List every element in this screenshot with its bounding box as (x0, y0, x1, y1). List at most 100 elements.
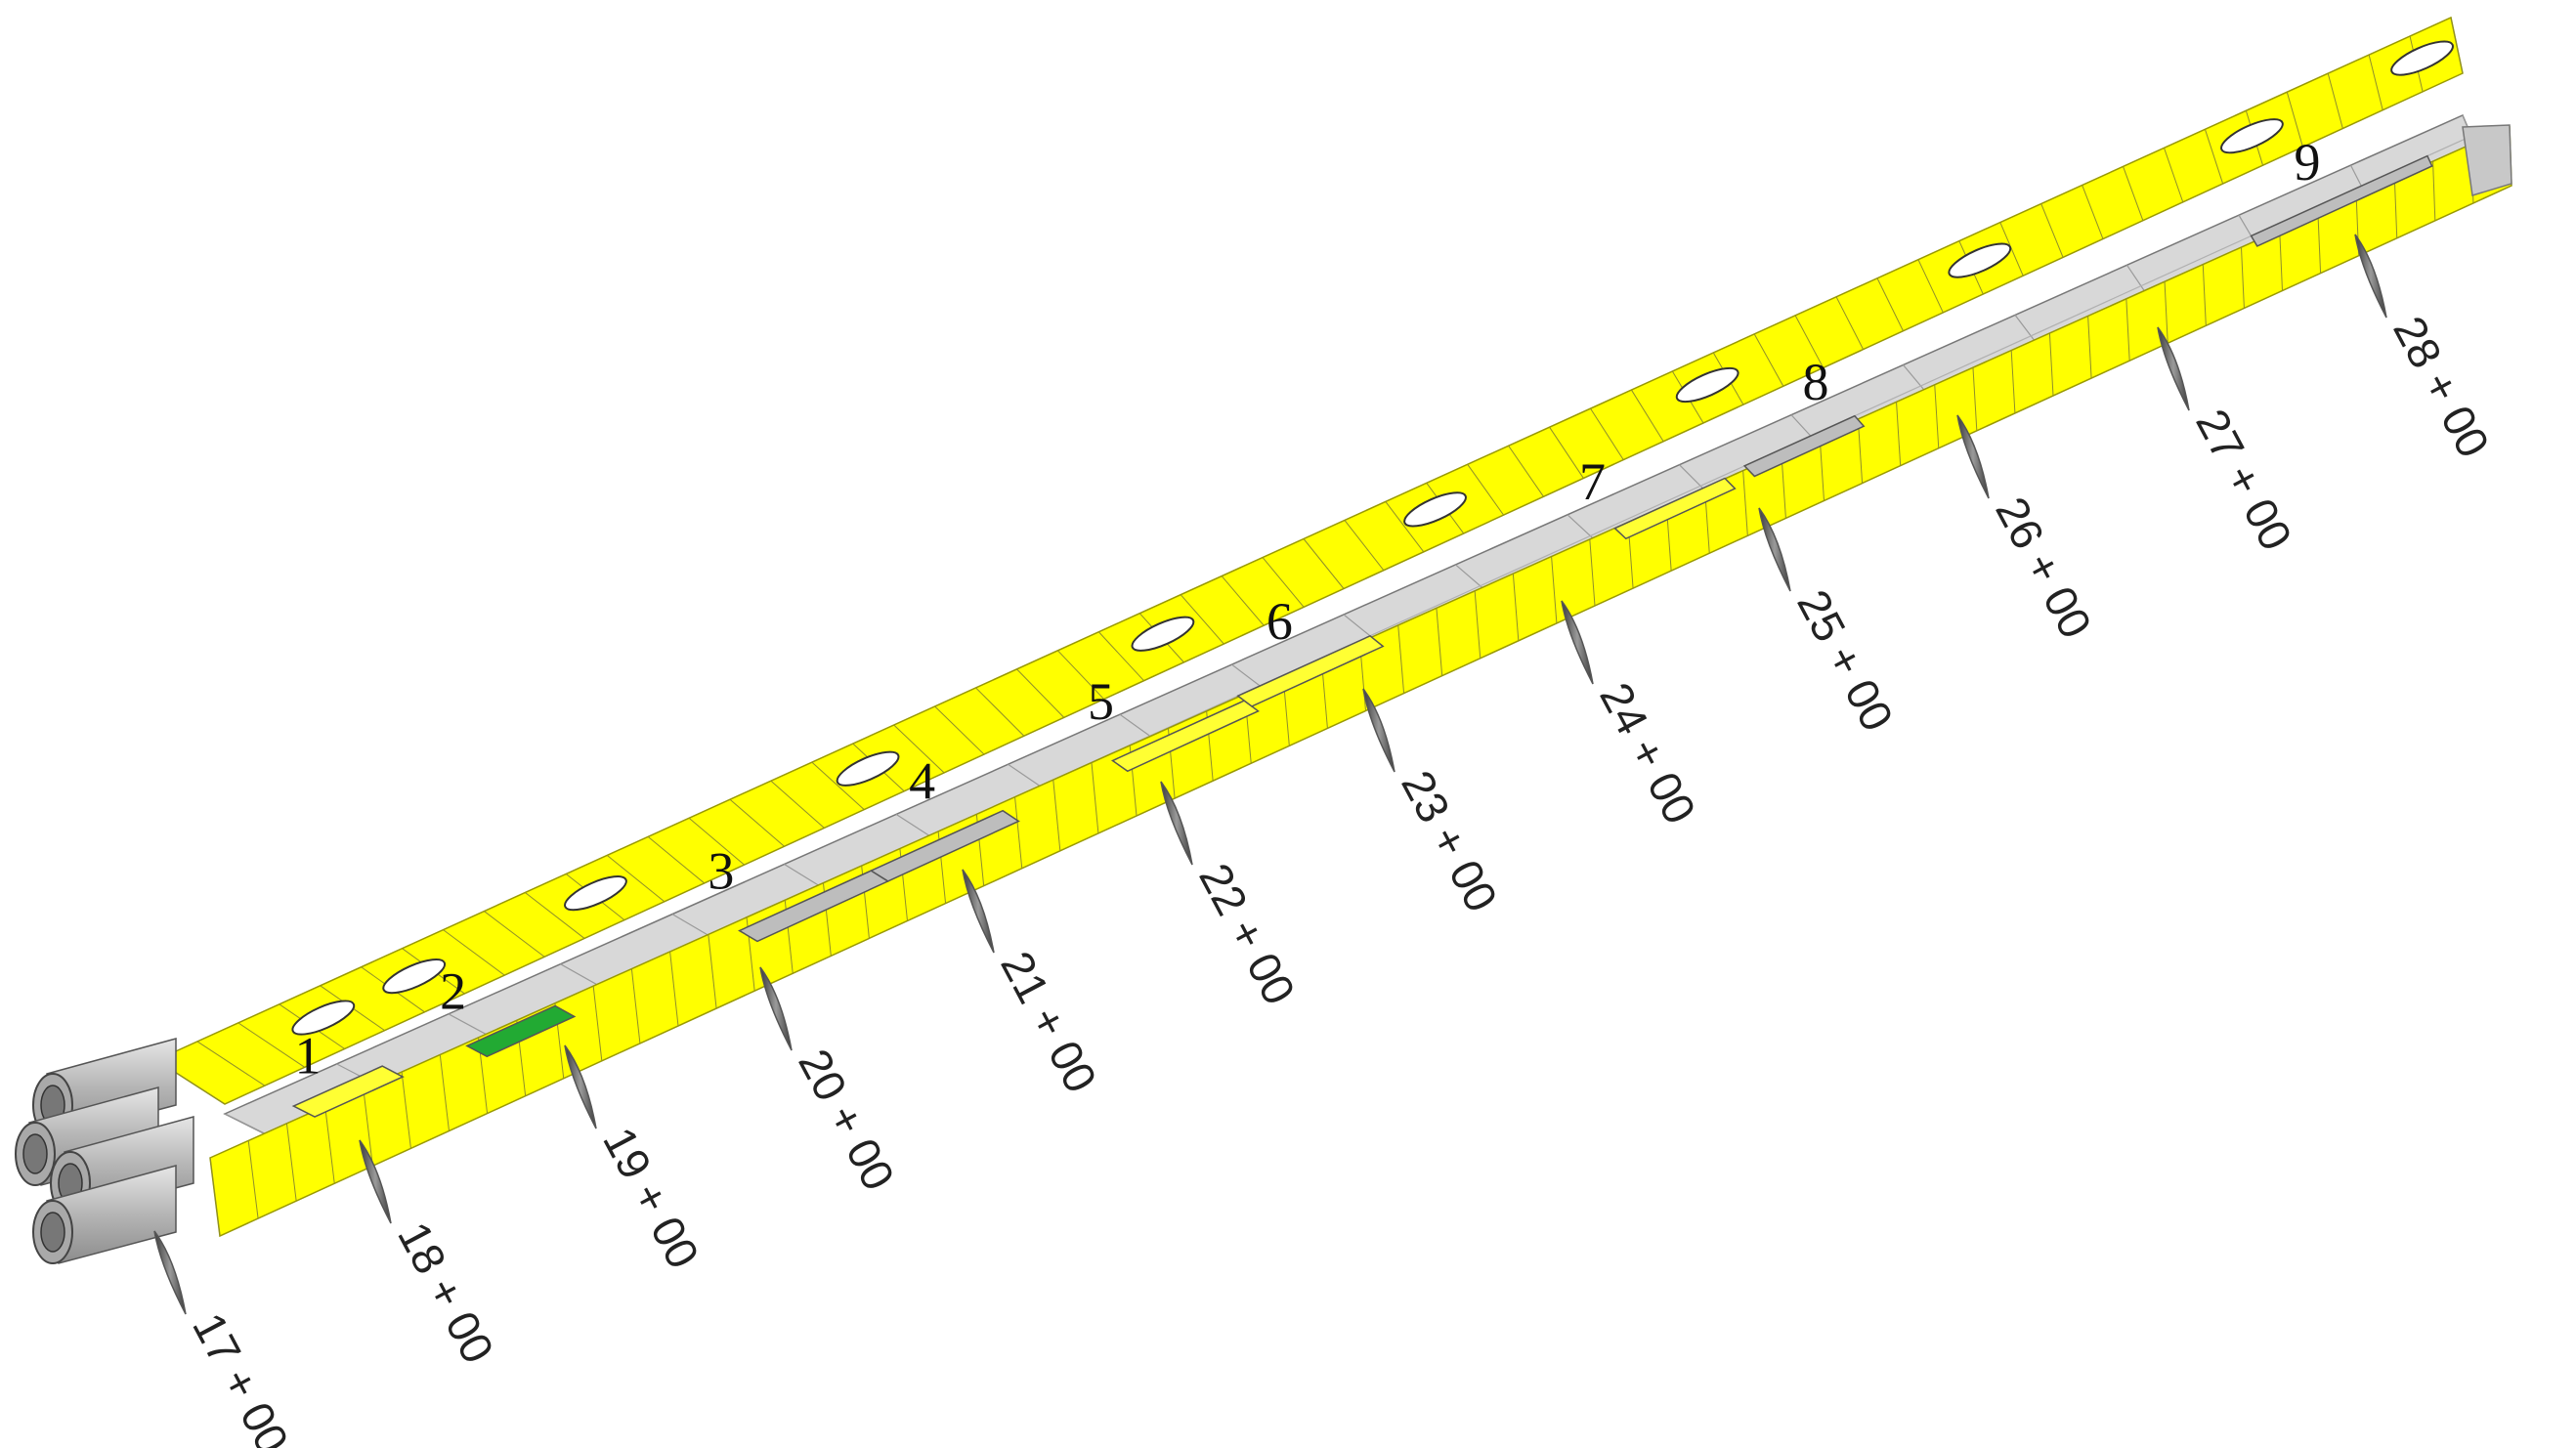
zone-5-label: 5 (1088, 672, 1114, 731)
far-wall (154, 16, 2464, 1105)
wall-rib (1512, 574, 1520, 641)
wall-rib (1917, 259, 1944, 314)
wall-rib (1835, 296, 1865, 350)
wall-rib (669, 951, 679, 1027)
wall-rib (811, 761, 865, 810)
wall-rib (2432, 161, 2436, 221)
station-label: 18 + 00 (388, 1214, 504, 1371)
wall-rib (1091, 762, 1099, 833)
wall-rib (2202, 264, 2207, 326)
wall-rib (1057, 650, 1105, 700)
wall-rib (1180, 594, 1224, 645)
wall-rib (324, 1106, 335, 1184)
station-marker-icon (1956, 414, 1990, 499)
station-marker-icon (2354, 234, 2387, 319)
vent-slot-icon (382, 958, 447, 995)
wall-rib (1436, 608, 1443, 676)
wall-rib (2368, 54, 2383, 110)
wall-rib (2317, 212, 2322, 274)
wall-rib (1262, 557, 1305, 608)
pipe-bore (40, 1212, 65, 1253)
zone-6-area (1236, 634, 1385, 707)
wall-rib (592, 986, 603, 1061)
wall-rib (1221, 575, 1265, 626)
wall-rib (209, 1157, 221, 1237)
station-marker-icon (1362, 688, 1395, 773)
wall-rib (934, 705, 985, 755)
zone-8-label: 8 (1803, 353, 1829, 411)
wall-rib (2327, 73, 2343, 129)
wall-rib (2393, 178, 2398, 238)
wall-rib (2048, 332, 2054, 397)
wall-rib (729, 798, 785, 847)
station-marker-icon (759, 966, 793, 1051)
wall-rib (439, 1054, 450, 1131)
vent-slot-icon (1403, 491, 1467, 528)
wall-rib (1508, 445, 1544, 497)
wall-rib (1014, 796, 1023, 869)
wall-rib (2082, 185, 2104, 239)
wall-rib (1303, 538, 1345, 589)
vent-slot-icon (564, 875, 627, 912)
wall-rib (1742, 470, 1748, 536)
wall-rib (1876, 277, 1904, 331)
wall-rib (525, 892, 585, 939)
zone-9-label: 9 (2294, 133, 2320, 192)
station-label: 25 + 00 (1787, 581, 1904, 739)
vent-slot-icon (1675, 366, 1739, 404)
station-label: 22 + 00 (1189, 855, 1306, 1012)
wall-rib (247, 1140, 259, 1219)
zone-3-label: 3 (708, 842, 734, 901)
vent-slot-icon (2220, 118, 2284, 154)
wall-rib (2040, 203, 2064, 258)
wall-rib (2123, 166, 2144, 221)
wall-rib (1857, 418, 1864, 484)
station-label: 23 + 00 (1392, 762, 1508, 919)
wall-rib (2450, 17, 2464, 74)
station-marker-icon (1561, 600, 1594, 685)
wall-rib (2164, 148, 2184, 203)
zone-4-label: 4 (909, 752, 935, 811)
station-label: 20 + 00 (789, 1041, 905, 1198)
wall-rib (2279, 230, 2283, 291)
wall-rib (443, 929, 505, 976)
station-label: 24 + 00 (1590, 674, 1706, 831)
station-label: 26 + 00 (1986, 489, 2102, 646)
wall-rib (2286, 92, 2303, 148)
wall-rib (2125, 298, 2130, 362)
station-marker-icon (2157, 326, 2190, 411)
pipe-ends (15, 1038, 194, 1264)
zone-2-area (465, 1004, 577, 1058)
zone-5-area (1110, 700, 1260, 773)
near-wall (209, 125, 2512, 1238)
zone-6-label: 6 (1267, 592, 1293, 651)
zone-7-area (1613, 477, 1737, 540)
wall-rib (1934, 384, 1940, 448)
station-label: 28 + 00 (2383, 308, 2500, 465)
station-label: 17 + 00 (183, 1304, 299, 1448)
vent-slot-icon (1948, 242, 2012, 278)
wall-rib (285, 1123, 297, 1202)
wall-rib (708, 934, 717, 1009)
wall-rib (1753, 333, 1784, 387)
wall-rib (1589, 538, 1596, 607)
wall-rib (2010, 350, 2016, 413)
wall-rib (1016, 668, 1065, 718)
wall-rib (975, 687, 1025, 737)
vent-slot-icon (836, 750, 900, 787)
zone-9-area (2250, 154, 2433, 247)
wall-rib (401, 1072, 411, 1149)
wall-rib (630, 968, 641, 1043)
zone-8-area (1742, 414, 1866, 478)
pipe-bore (22, 1133, 48, 1174)
wall-rib (1097, 631, 1144, 682)
wall-rib (647, 835, 706, 884)
zone-7-label: 7 (1579, 452, 1606, 511)
wall-rib (2164, 281, 2168, 344)
wall-rib (484, 911, 545, 958)
wall-rib (1794, 315, 1825, 368)
wall-rib (2204, 129, 2224, 185)
